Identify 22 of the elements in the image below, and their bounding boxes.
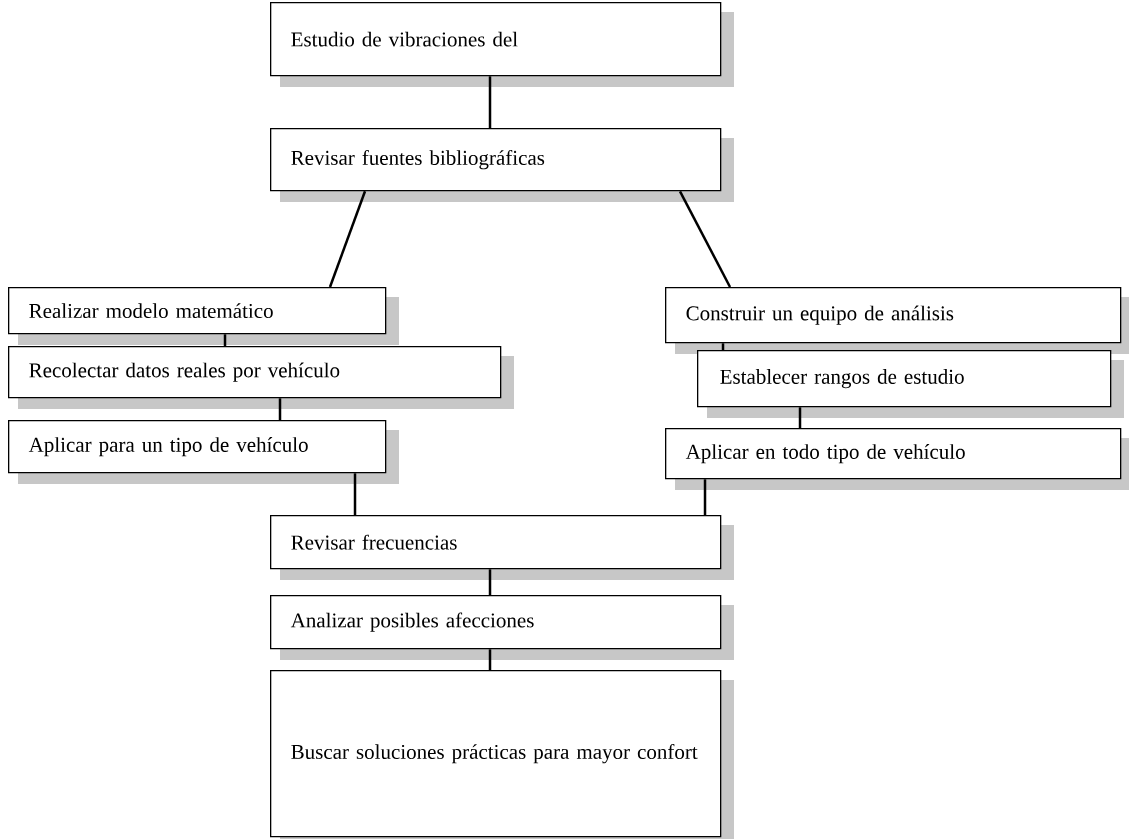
process-box: Construir un equipo de análisis: [665, 287, 1129, 354]
connector-line: [328, 190, 367, 288]
process-box: Realizar modelo matemático: [8, 287, 399, 345]
process-box: Aplicar en todo tipo de vehículo: [665, 428, 1129, 490]
connector-line: [488, 649, 492, 670]
process-box: Analizar posibles afecciones: [270, 595, 734, 660]
process-box: Revisar frecuencias: [270, 515, 734, 580]
connector-line: [703, 479, 707, 515]
process-box: Aplicar para un tipo de vehículo: [8, 420, 399, 484]
process-box: Buscar soluciones prácticas para mayor confort: [270, 670, 734, 839]
connector-line: [488, 76, 492, 128]
process-box: Establecer rangos de estudio: [697, 350, 1124, 418]
connector-line: [353, 473, 357, 515]
connector-line: [223, 334, 227, 346]
process-box: Recolectar datos reales por vehículo: [8, 346, 514, 409]
connector-line: [278, 398, 282, 420]
connector-line: [721, 343, 725, 350]
process-box: Revisar fuentes bibliográficas: [270, 128, 734, 202]
connector-line: [678, 190, 732, 288]
connector-line: [488, 569, 492, 595]
process-box: Estudio de vibraciones del: [270, 2, 734, 87]
connector-line: [798, 407, 802, 428]
